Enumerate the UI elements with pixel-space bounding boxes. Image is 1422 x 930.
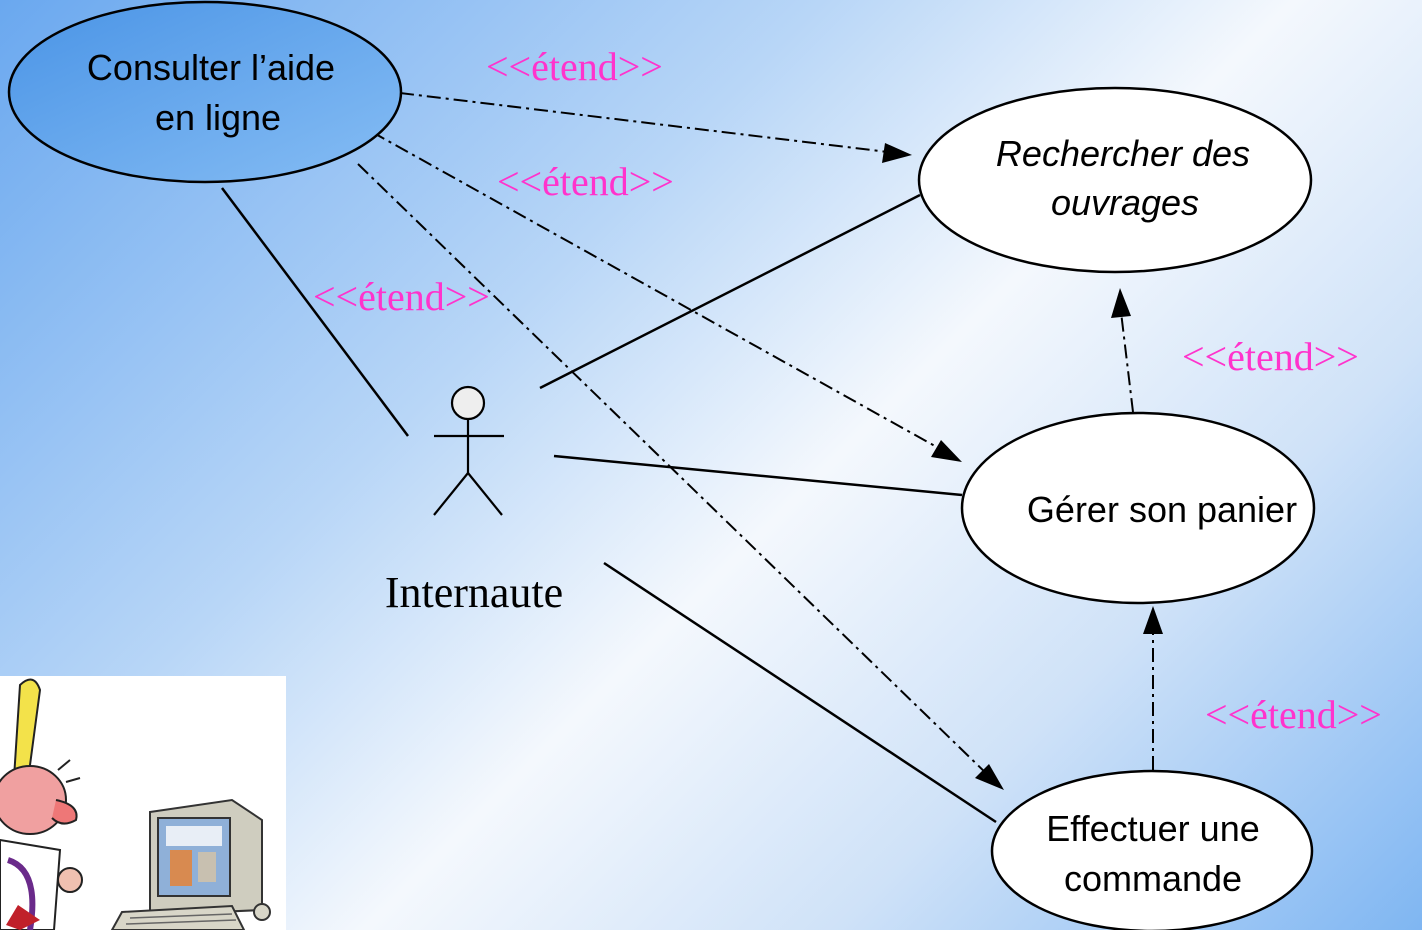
clipart-illustration <box>0 676 286 930</box>
use-case-label: ouvrages <box>1051 182 1199 223</box>
use-case-label: Gérer son panier <box>1027 489 1297 530</box>
extend-label: <<étend>> <box>486 44 663 89</box>
arrowhead-gerer-from-effectuer <box>1143 606 1163 634</box>
extend-gerer-rechercher <box>1120 311 1134 413</box>
extend-label: <<étend>> <box>1205 692 1382 737</box>
arrowhead-rechercher-from-gerer <box>1111 288 1131 318</box>
arrowhead-effectuer <box>975 764 1004 790</box>
use-case-consulter-aide <box>7 0 403 184</box>
use-case-label: commande <box>1064 858 1242 899</box>
arrowhead-gerer <box>931 440 962 462</box>
use-case-label: Consulter l’aide <box>87 47 335 88</box>
arrowhead-rechercher <box>882 143 912 163</box>
actor-stick-figure <box>433 385 504 516</box>
extend-consulter-effectuer <box>357 163 991 778</box>
use-case-effectuer-commande <box>990 769 1314 930</box>
extend-consulter-gerer <box>371 131 943 451</box>
extend-label: <<étend>> <box>313 274 490 319</box>
association-actor-gerer <box>553 454 963 497</box>
use-case-label: Rechercher des <box>996 133 1250 174</box>
use-case-label: en ligne <box>155 97 281 138</box>
association-consulter-actor <box>221 187 409 437</box>
actor-label: Internaute <box>385 568 563 617</box>
use-case-gerer-panier <box>960 411 1316 605</box>
association-actor-effectuer <box>603 561 997 824</box>
extend-label: <<étend>> <box>1182 334 1359 379</box>
use-case-rechercher-ouvrages <box>917 86 1313 274</box>
extend-consulter-rechercher <box>399 92 889 153</box>
use-case-label: Effectuer une <box>1046 808 1260 849</box>
extend-label: <<étend>> <box>497 159 674 204</box>
association-actor-rechercher <box>539 193 921 390</box>
